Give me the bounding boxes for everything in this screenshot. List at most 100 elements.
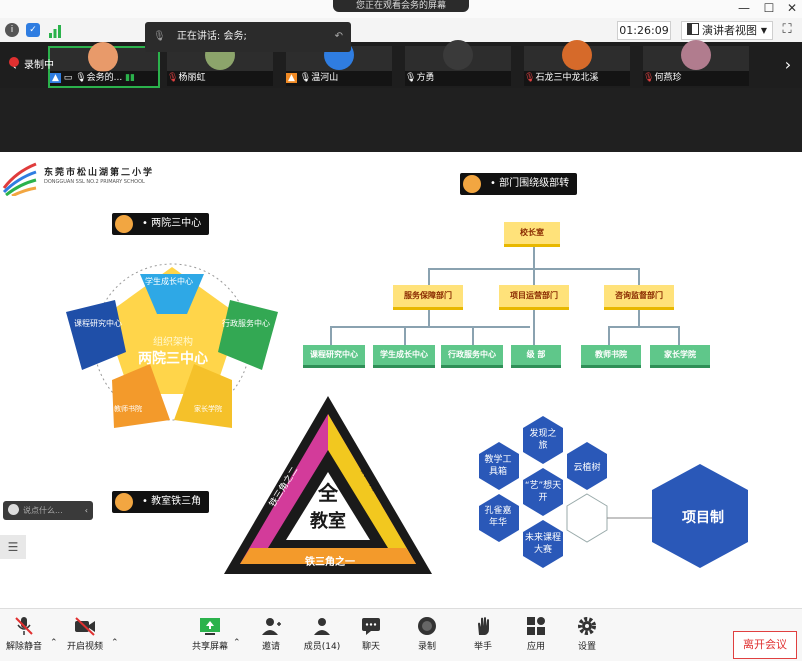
org-level3: 学生成长中心 [373,345,435,368]
invite-button[interactable]: 邀请 [247,616,295,652]
fullscreen-icon[interactable]: ⛶ [782,22,792,37]
mic-muted-icon: 🎙 [167,73,179,83]
chat-button[interactable]: 聊天 [347,616,395,652]
stage-background [0,88,802,152]
triangle-center-1: 全 [318,481,338,505]
pentagon-bottom-left: 教师书院 [114,405,142,413]
hex-item: “艺”想天开 [524,481,562,503]
share-screen-button[interactable]: 共享屏幕 [186,616,234,652]
hexagon-diagram [479,416,748,568]
hex-item: 云植树 [573,463,601,473]
gear-icon [578,617,596,635]
hex-item: 孔雀嘉年华 [484,506,512,528]
avatar [443,40,473,70]
signal-icon: ▮▮ [125,73,135,83]
chevron-left-icon[interactable]: ‹ [84,506,88,515]
shared-slide: 东莞市松山湖第二小学 DONGGUAN SSL NO.2 PRIMARY SCH… [0,152,802,608]
participant-tile-3[interactable]: ▲ 🎙温河山 [286,40,392,86]
section-title-org: • 部门围绕级部转 [460,173,578,195]
bottom-toolbar [0,608,802,661]
invite-icon [262,618,281,635]
chevron-up-icon[interactable]: ⌃ [50,638,58,648]
hex-item: 发现之旅 [529,429,557,451]
members-button[interactable]: 成员(14) [298,616,346,652]
org-level3: 课程研究中心 [303,345,365,368]
pentagon-diagram [66,263,278,428]
undo-icon[interactable]: ↶ [334,31,343,42]
leave-meeting-button[interactable]: 离开会议 [733,631,797,659]
emoji-icon [8,504,19,515]
apps-icon [527,617,545,635]
members-icon [314,618,330,635]
participant-tile-6[interactable]: 🎙何燕珍 [643,40,749,86]
raise-hand-button[interactable]: 举手 [459,616,507,652]
participant-label: 🎙杨丽虹 [167,71,273,86]
settings-button[interactable]: 设置 [563,616,611,652]
participant-label: ▲ ▭ 🎙会务的... ▮▮ [50,71,158,86]
info-icon[interactable]: i [5,23,19,37]
pentagon-left: 课程研究中心 [74,319,122,328]
triangle-bottom: 铁三角之一 [305,557,355,568]
gallery-next-icon[interactable]: › [784,55,792,74]
presenter-view-label: 演讲者视图 [702,24,757,37]
org-level3: 家长学院 [650,345,710,368]
minimize-button[interactable]: — [738,1,750,15]
hex-item: 教学工具箱 [484,455,512,477]
mic-muted-icon: 🎙 [524,73,536,83]
shield-icon[interactable]: ✓ [26,23,40,37]
mascot-icon [115,493,133,511]
chevron-down-icon: ▼ [760,26,767,35]
participant-tile-5[interactable]: 🎙石龙三中龙北溪 [524,40,630,86]
pentagon-center-main: 两院三中心 [138,351,208,367]
record-icon [418,617,436,635]
invite-label: 邀请 [261,642,280,652]
participant-tile-2[interactable]: 🎙杨丽虹 [167,40,273,86]
participant-label: 🎙何燕珍 [643,71,749,86]
school-logo-icon [2,162,37,196]
close-button[interactable]: ✕ [786,1,798,15]
chat-icon [362,618,380,635]
mic-icon: 🎙 [299,73,312,83]
recording-icon [9,57,19,67]
chat-hint[interactable]: 说点什么...‹ [3,501,93,520]
mute-button[interactable]: 解除静音 [0,616,48,652]
mic-icon: 🎙 [75,73,87,83]
chat-label: 聊天 [361,642,380,652]
pentagon-top: 学生成长中心 [145,277,193,286]
share-icon: ▭ [63,73,73,83]
record-button[interactable]: 录制 [403,616,451,652]
org-level3: 级 部 [511,345,561,368]
section-title-triangle: • 教室铁三角 [112,491,210,513]
hex-main: 项目制 [682,510,724,526]
chevron-up-icon[interactable]: ⌃ [233,638,241,648]
members-label: 成员(14) [303,642,341,652]
org-level3: 教师书院 [581,345,641,368]
list-icon[interactable]: ☰ [0,535,26,559]
participant-label: 🎙方勇 [405,71,511,86]
layout-icon [687,23,699,35]
participant-tile-4[interactable]: 🎙方勇 [405,40,511,86]
presenter-view-dropdown[interactable]: 演讲者视图▼ [681,21,773,40]
share-screen-icon [200,618,220,635]
avatar [681,40,711,70]
mascot-icon [463,175,481,193]
video-button[interactable]: 开启视频 [61,616,109,652]
avatar [88,42,118,72]
participant-label: 🎙石龙三中龙北溪 [524,71,630,86]
pentagon-center-top: 组织架构 [153,337,193,348]
signal-icon[interactable] [48,23,62,38]
org-level2: 项目运营部门 [499,285,569,310]
speaking-text: 正在讲话: 会务; [176,31,247,42]
participant-tile-1[interactable]: ▲ ▭ 🎙会务的... ▮▮ [48,42,160,88]
mic-icon: 🎙 [405,73,417,83]
org-level2: 服务保障部门 [393,285,463,310]
maximize-button[interactable]: ☐ [763,1,775,15]
mascot-icon [115,215,133,233]
mute-label: 解除静音 [5,642,42,652]
org-level3: 行政服务中心 [441,345,503,368]
pentagon-right: 行政服务中心 [222,319,270,328]
chevron-up-icon[interactable]: ⌃ [111,638,119,648]
apps-button[interactable]: 应用 [512,616,560,652]
share-label: 共享屏幕 [191,642,228,652]
mic-icon: 🎙 [153,31,166,42]
